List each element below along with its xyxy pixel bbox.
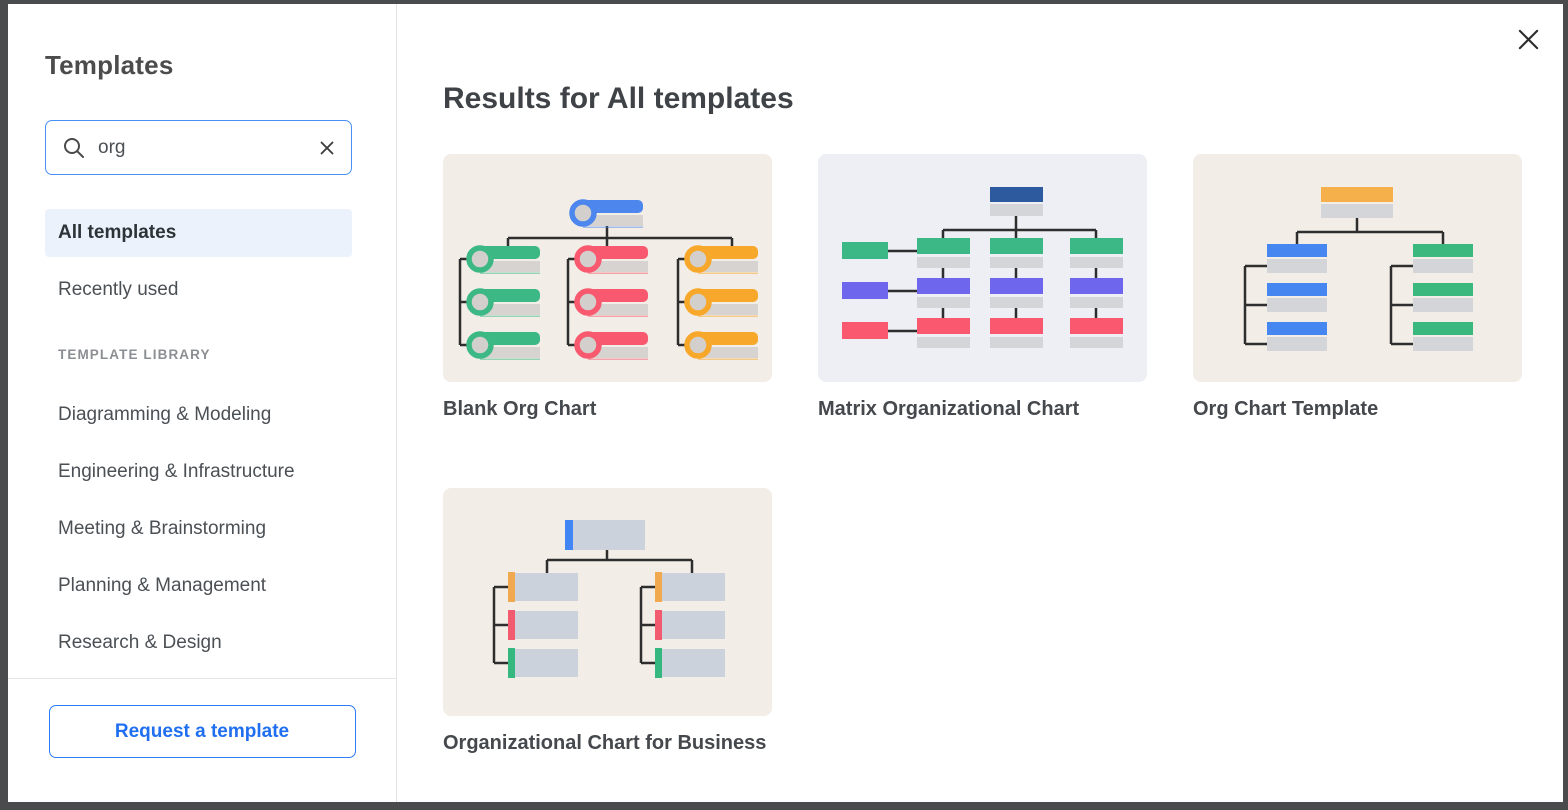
template-library-list: Diagramming & Modeling Engineering & Inf… bbox=[45, 386, 352, 671]
card-title: Blank Org Chart bbox=[443, 398, 597, 420]
template-card-matrix-organizational-chart[interactable]: Matrix Organizational Chart bbox=[818, 154, 1147, 421]
templates-modal: Templates All templates Recently used bbox=[8, 4, 1563, 802]
template-card-org-chart-template[interactable]: Org Chart Template bbox=[1193, 154, 1522, 421]
org-chart-business-thumbnail bbox=[443, 488, 772, 716]
matrix-org-chart-thumbnail bbox=[818, 154, 1147, 382]
connector-lines bbox=[458, 226, 734, 347]
card-title: Organizational Chart for Business bbox=[443, 732, 767, 754]
request-template-button[interactable]: Request a template bbox=[48, 705, 356, 758]
template-card-organizational-chart-for-business[interactable]: Organizational Chart for Business bbox=[443, 488, 772, 755]
org-nodes bbox=[1267, 187, 1473, 351]
sidebar-item-recently-used[interactable]: Recently used bbox=[58, 279, 179, 300]
search-input[interactable] bbox=[98, 136, 305, 159]
template-card-blank-org-chart[interactable]: Blank Org Chart bbox=[443, 154, 772, 421]
connector-lines bbox=[492, 550, 694, 665]
sidebar-item-planning-management[interactable]: Planning & Management bbox=[58, 574, 267, 596]
sidebar-item-meeting-brainstorming[interactable]: Meeting & Brainstorming bbox=[58, 517, 267, 539]
sidebar-item-diagramming-modeling[interactable]: Diagramming & Modeling bbox=[58, 403, 272, 425]
sidebar-nav: All templates Recently used TEMPLATE LIB… bbox=[45, 209, 352, 671]
sidebar: Templates All templates Recently used bbox=[8, 4, 397, 802]
connector-lines bbox=[888, 216, 1098, 333]
sidebar-item-engineering-infrastructure[interactable]: Engineering & Infrastructure bbox=[58, 460, 295, 482]
search-icon bbox=[62, 136, 86, 160]
clear-icon bbox=[319, 140, 335, 156]
org-nodes bbox=[842, 187, 1123, 348]
sidebar-item-research-design[interactable]: Research & Design bbox=[58, 631, 222, 653]
results-panel: Results for All templates bbox=[397, 4, 1563, 802]
panel-title: Templates bbox=[45, 50, 174, 80]
results-heading: Results for All templates bbox=[443, 82, 794, 115]
close-button[interactable] bbox=[1511, 22, 1545, 56]
card-title: Matrix Organizational Chart bbox=[818, 398, 1080, 420]
template-results-grid: Blank Org Chart bbox=[443, 154, 1563, 755]
clear-search-button[interactable] bbox=[317, 138, 337, 158]
org-chart-template-thumbnail bbox=[1193, 154, 1522, 382]
search-box[interactable] bbox=[45, 120, 352, 175]
org-nodes bbox=[466, 199, 758, 360]
template-library-section-label: TEMPLATE LIBRARY bbox=[58, 346, 211, 362]
card-title: Org Chart Template bbox=[1193, 398, 1379, 420]
sidebar-footer: Request a template bbox=[8, 678, 396, 802]
blank-org-chart-thumbnail bbox=[443, 154, 772, 382]
connector-lines bbox=[1243, 218, 1445, 346]
org-nodes bbox=[508, 520, 725, 678]
sidebar-item-all-templates[interactable]: All templates bbox=[45, 209, 352, 257]
close-icon bbox=[1517, 28, 1540, 51]
